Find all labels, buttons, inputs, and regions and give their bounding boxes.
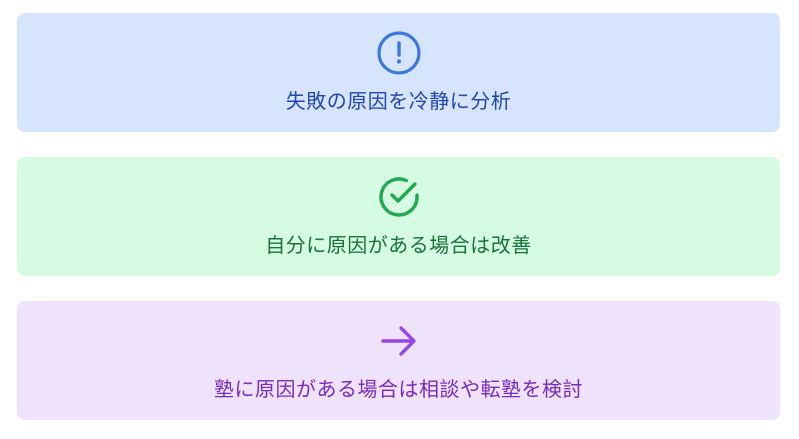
arrow-right-icon <box>375 317 423 365</box>
card-self-improve: 自分に原因がある場合は改善 <box>17 157 780 276</box>
check-circle-icon <box>375 173 423 221</box>
card-label: 失敗の原因を冷静に分析 <box>285 89 512 113</box>
card-label: 自分に原因がある場合は改善 <box>265 233 532 257</box>
card-label: 塾に原因がある場合は相談や転塾を検討 <box>214 377 583 401</box>
alert-circle-icon <box>375 29 423 77</box>
card-consult-school: 塾に原因がある場合は相談や転塾を検討 <box>17 301 780 420</box>
card-analyze-failure: 失敗の原因を冷静に分析 <box>17 13 780 132</box>
